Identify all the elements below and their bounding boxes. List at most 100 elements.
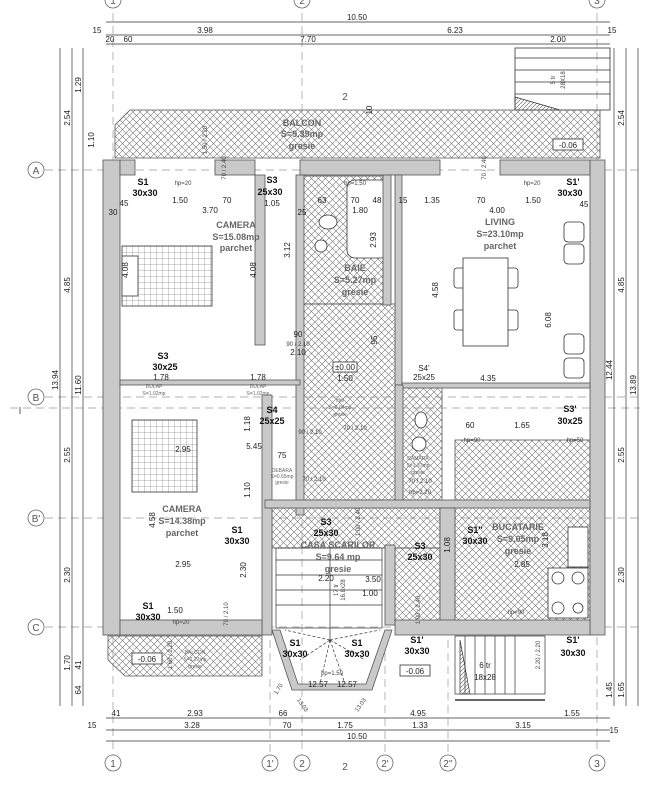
axis-label-1: 1	[110, 0, 116, 7]
dimension-label: 4.85	[63, 277, 72, 293]
room-floor: gresie	[411, 470, 425, 476]
section-mark: 2	[342, 762, 348, 773]
dimension-label: 1.45	[605, 682, 614, 698]
dimension-label: 70	[351, 196, 360, 205]
dimension-label: 2.54	[63, 110, 72, 126]
dimension-label: 48	[373, 196, 382, 205]
window-label: S3	[320, 517, 331, 527]
room-floor: parchet	[166, 528, 199, 538]
walls	[102, 159, 606, 691]
dimension-label: 1.80	[352, 206, 368, 215]
dimension-label: 1.65	[514, 421, 530, 430]
room-name: BUCATARIE	[492, 522, 544, 532]
dimension-label: 15	[93, 26, 102, 35]
dimension-label: 7.70	[300, 35, 316, 44]
dimension-label: 4.35	[480, 374, 496, 383]
stair-label: 5 tr	[551, 76, 557, 85]
dimension-label: 13.94	[51, 369, 60, 390]
room-floor: parchet	[220, 243, 253, 253]
dimension-label: 1.00 / 2.40	[356, 507, 362, 536]
window-label: S1'	[566, 635, 579, 645]
dimension-label: 25	[298, 208, 307, 217]
dimension-label: 1.00	[362, 589, 378, 598]
room-area: S=5.27mp	[334, 275, 377, 285]
dimension-label: 45	[120, 199, 129, 208]
dimension-label: 1.08	[443, 537, 452, 553]
section-mark: 2	[342, 92, 348, 103]
dimension-label: 1.50	[525, 196, 541, 205]
window-label: S3	[414, 541, 425, 551]
window-label: S1	[231, 525, 242, 535]
window-size: 25x30	[257, 187, 282, 197]
dimension-label: 70 / 2.10	[302, 477, 326, 483]
dimension-label: 13.03	[354, 697, 368, 713]
room-area: S=9.64 mp	[316, 552, 361, 562]
sill-height-note: hp=50	[567, 438, 585, 444]
dimension-label: 4.00	[489, 206, 505, 215]
dimension-label: 90 / 2.10	[286, 342, 310, 348]
level-mark: ±0.00	[335, 363, 356, 372]
sill-height-note: hp=20	[524, 181, 542, 187]
toilet-icon	[314, 214, 428, 452]
room-area: S=1.02mp	[143, 391, 166, 397]
dimension-label: 2.20 / 2.20	[536, 640, 542, 669]
axis-label-a: A	[33, 166, 40, 177]
interior-stairs	[275, 547, 383, 685]
dimension-label: 2.10	[290, 348, 306, 357]
room-name: CAMERA	[216, 220, 256, 230]
dining-table-icon	[453, 257, 519, 347]
dimension-label: 1.50 / 2.20	[203, 125, 209, 154]
dimension-label: 1.70	[274, 682, 285, 696]
dimension-label: 1.50	[172, 196, 188, 205]
dimension-label: 63	[318, 196, 327, 205]
window-size: 30x30	[344, 649, 369, 659]
window-label: S1	[142, 601, 153, 611]
axis-label-b-prime: B'	[32, 514, 41, 525]
dimension-label: 2.30	[63, 567, 72, 583]
dimension-label: 5.45	[246, 442, 262, 451]
window-label: S1	[351, 638, 362, 648]
dimension-label: 15	[399, 196, 408, 205]
dimension-label: 1.33	[412, 721, 428, 730]
room-floor: gresie	[342, 287, 369, 297]
stair-label: 6 tr	[479, 661, 491, 670]
room-name: DEBARA	[272, 468, 293, 474]
window-size: 30x30	[560, 648, 585, 658]
dimension-label: 10.50	[347, 732, 368, 741]
room-floor: gresie	[289, 141, 316, 151]
dimension-label: 70	[477, 196, 486, 205]
dimension-label: 12.57	[308, 680, 329, 689]
room-area: S=0.65mp	[271, 474, 294, 480]
dimension-label: 1.05	[264, 199, 280, 208]
dimension-label: 2.20	[318, 574, 334, 583]
room-name: DULAP	[250, 384, 267, 390]
dimension-label: 10	[365, 105, 374, 114]
dimension-label: 1.65	[617, 682, 626, 698]
dimension-label: 90	[294, 330, 303, 339]
dimension-label: 1.10	[243, 482, 252, 498]
room-name: DULAP	[146, 384, 163, 390]
bed-icon	[121, 245, 213, 307]
window-size: 25x30	[407, 552, 432, 562]
dimension-label: 1.10	[87, 132, 96, 148]
dimension-label: 1.60 / 2.20	[168, 640, 174, 669]
dimension-label: 1.78	[153, 373, 169, 382]
room-area: S=1.02mp	[247, 391, 270, 397]
dimension-label: 4.08	[121, 262, 130, 278]
window-size: 30x30	[462, 536, 487, 546]
dimension-label: 64	[74, 685, 83, 694]
dimension-label: 70 / 2.10	[408, 479, 432, 485]
window-label: S1'	[410, 635, 423, 645]
window-label: S1''	[467, 525, 482, 535]
dimension-label: 15	[88, 721, 97, 730]
sill-height-note: hp=90	[508, 610, 526, 616]
dimension-label: 66	[279, 709, 288, 718]
dimension-label: 1.50	[167, 606, 183, 615]
dimension-label: 12.57	[337, 680, 358, 689]
dimension-label: 13.89	[629, 374, 638, 395]
window-size: 25x30	[313, 528, 338, 538]
stair-label: 17 tr	[334, 584, 340, 596]
room-name: BAIE	[344, 263, 366, 273]
window-size: 25x25	[413, 373, 435, 382]
dimension-label: 3.12	[283, 242, 292, 258]
